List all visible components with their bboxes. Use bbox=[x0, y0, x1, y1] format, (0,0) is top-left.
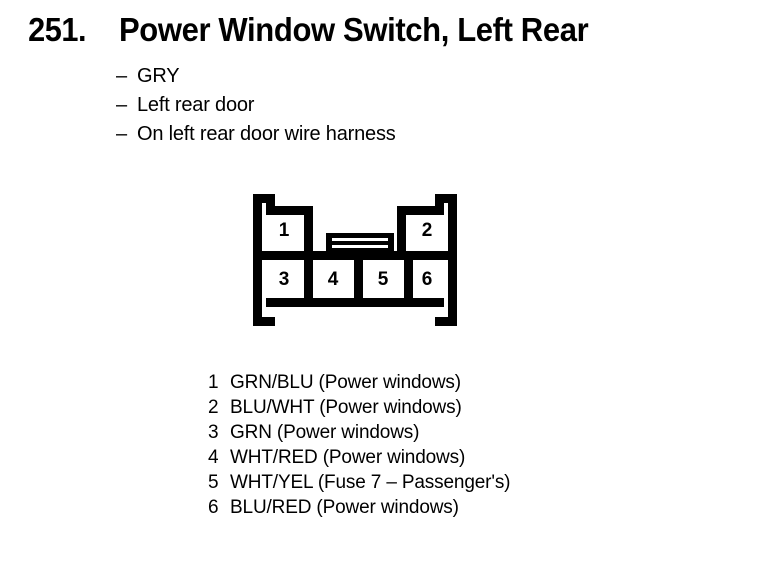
legend-pin-label: WHT/YEL (Fuse 7 – Passenger's) bbox=[230, 472, 511, 493]
attribute-label: GRY bbox=[137, 65, 180, 87]
entry-number: 251. bbox=[28, 11, 87, 48]
pin-number-3: 3 bbox=[279, 269, 290, 290]
attribute-item-location: – Left rear door bbox=[116, 91, 396, 120]
legend-pin-label: BLU/WHT (Power windows) bbox=[230, 397, 462, 418]
pin-number-2: 2 bbox=[422, 220, 433, 241]
legend-row: 1 GRN/BLU (Power windows) bbox=[208, 370, 510, 395]
legend-row: 6 BLU/RED (Power windows) bbox=[208, 495, 510, 520]
legend-pin-number: 1 bbox=[208, 372, 219, 393]
pin-number-5: 5 bbox=[378, 269, 389, 290]
pin-legend: 1 GRN/BLU (Power windows) 2 BLU/WHT (Pow… bbox=[208, 370, 511, 520]
connector-outline-svg: 1 2 3 4 5 6 bbox=[253, 194, 457, 326]
legend-pin-number: 6 bbox=[208, 497, 219, 518]
dash-icon: – bbox=[116, 65, 128, 87]
legend-row: 3 GRN (Power windows) bbox=[208, 420, 510, 445]
legend-pin-label: GRN/BLU (Power windows) bbox=[230, 372, 461, 393]
pin-number-1: 1 bbox=[279, 220, 290, 241]
attribute-list: – GRY – Left rear door – On left rear do… bbox=[116, 62, 396, 149]
pin-number-4: 4 bbox=[328, 269, 339, 290]
pin-number-6: 6 bbox=[422, 269, 433, 290]
attribute-item-harness: – On left rear door wire harness bbox=[116, 120, 396, 149]
legend-pin-label: WHT/RED (Power windows) bbox=[230, 447, 466, 468]
connector-diagram: 1 2 3 4 5 6 bbox=[250, 188, 470, 333]
dash-icon: – bbox=[116, 94, 128, 116]
legend-pin-number: 4 bbox=[208, 447, 219, 468]
latch-tab-icon bbox=[326, 233, 394, 252]
dash-icon: – bbox=[116, 123, 128, 145]
attribute-item-wire-color: – GRY bbox=[116, 62, 396, 91]
page-title: 251. Power Window Switch, Left Rear bbox=[26, 11, 604, 49]
legend-pin-number: 5 bbox=[208, 472, 219, 493]
legend-row: 4 WHT/RED (Power windows) bbox=[208, 445, 510, 470]
legend-pin-label: BLU/RED (Power windows) bbox=[230, 497, 459, 518]
legend-pin-number: 2 bbox=[208, 397, 219, 418]
legend-pin-label: GRN (Power windows) bbox=[230, 422, 420, 443]
legend-row: 2 BLU/WHT (Power windows) bbox=[208, 395, 510, 420]
attribute-label: On left rear door wire harness bbox=[137, 123, 396, 145]
legend-row: 5 WHT/YEL (Fuse 7 – Passenger's) bbox=[208, 470, 511, 495]
legend-pin-number: 3 bbox=[208, 422, 219, 443]
entry-title: Power Window Switch, Left Rear bbox=[119, 11, 589, 48]
attribute-label: Left rear door bbox=[137, 94, 255, 116]
connector-shell bbox=[253, 194, 457, 326]
